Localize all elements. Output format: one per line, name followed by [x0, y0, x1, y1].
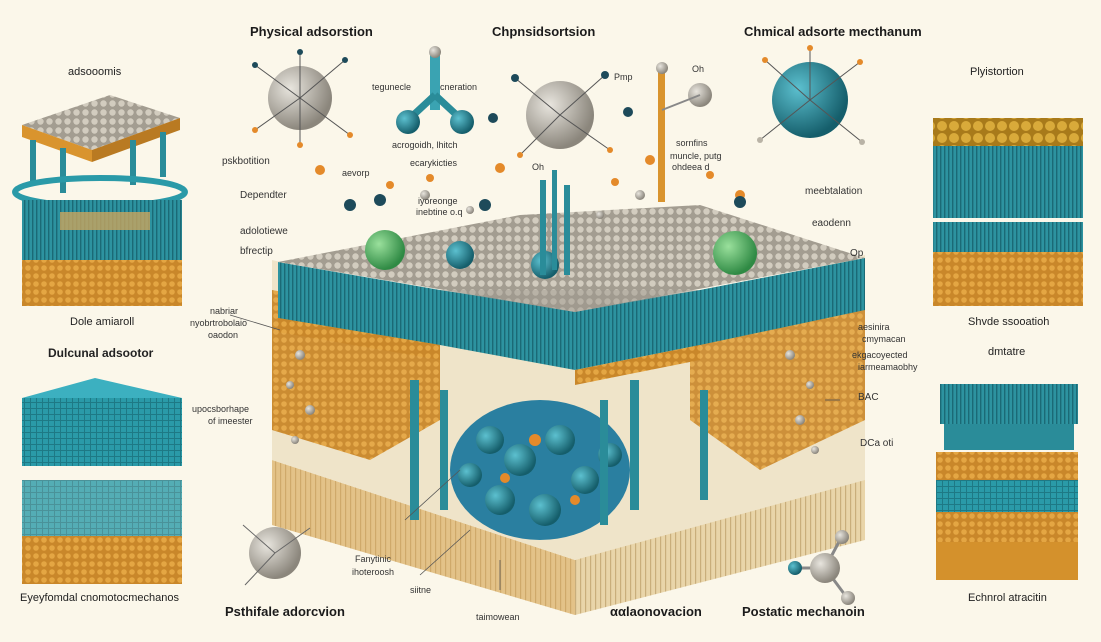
callout-bac: BAC	[858, 392, 879, 404]
side-label-right-section: dmtatre	[988, 346, 1025, 358]
heading-chemical-mechanism: Chmical adsorte mecthanum	[744, 24, 922, 39]
side-label-mid-right: Shvde ssooatioh	[968, 316, 1049, 328]
chemisorption-sphere	[511, 71, 613, 158]
right-lower-block	[936, 384, 1078, 580]
callout-muncle: muncle, putg	[670, 151, 722, 162]
callout-pskbotition: pskbotition	[222, 156, 270, 168]
callout-siitne: siitne	[410, 585, 431, 596]
callout-oaodon: oaodon	[208, 330, 238, 341]
bottom-left-sphere	[243, 525, 310, 585]
right-top-block	[933, 118, 1083, 306]
callout-cmymacan: cmymacan	[862, 334, 906, 345]
side-label-bottom-left: Eyeyfomdal cnomotocmechanos	[20, 592, 179, 604]
callout-fanytinic: Fanytinic	[355, 554, 391, 565]
callout-of-imeester: of imeester	[208, 416, 253, 427]
callout-ekgacoyected: ekgacoyected	[852, 350, 908, 361]
callout-pmp: Pmp	[614, 72, 633, 83]
heading-bottom-right: Postatic mechanoin	[742, 604, 865, 619]
callout-adolotiewe: adolotiewe	[240, 226, 288, 238]
callout-dca: DCa oti	[860, 438, 893, 450]
central-block	[272, 170, 865, 615]
heading-bottom-left: Psthifale adorcvion	[225, 604, 345, 619]
callout-op: Op	[850, 248, 863, 260]
callout-nabriar: nabriar	[210, 306, 238, 317]
left-lower-block	[22, 378, 182, 584]
callout-eaodenn: eaodenn	[812, 218, 851, 230]
side-label-top-left: adsooomis	[68, 66, 121, 78]
callout-meebtalation: meebtalation	[805, 186, 862, 198]
callout-oh-mid: Oh	[532, 162, 544, 173]
callout-acrogoidh: acrogoidh, lhitch	[392, 140, 458, 151]
side-label-mid-left: Dole amiaroll	[70, 316, 134, 328]
callout-tegunecle: tegunecle	[372, 82, 411, 93]
left-mid-block	[22, 200, 182, 306]
mechanism-molecule	[656, 62, 712, 202]
callout-ohdeea: ohdeea d	[672, 162, 710, 173]
callout-iarmeamaobhy: iarmeamaobhy	[858, 362, 918, 373]
callout-oh-top: Oh	[692, 64, 704, 75]
callout-aevorp: aevorp	[342, 168, 370, 179]
callout-cneration: cneration	[440, 82, 477, 93]
heading-chemisorption: Chpnsidsortsion	[492, 24, 595, 39]
callout-upocsborhape: upocsborhape	[192, 404, 249, 415]
callout-inebtine: inebtine o.q	[416, 207, 463, 218]
side-label-bottom-right: Echnrol atracitin	[968, 592, 1047, 604]
callout-ecarykicties: ecarykicties	[410, 158, 457, 169]
callout-nyobrtrobolaio: nyobrtrobolaio	[190, 318, 247, 329]
heading-physical-adsorption: Physical adsorstion	[250, 24, 373, 39]
callout-iyoreonge: iyoreonge	[418, 196, 458, 207]
callout-taimowean: taimowean	[476, 612, 520, 623]
left-top-block	[15, 95, 185, 206]
chemical-sphere	[757, 45, 865, 145]
physical-sphere	[252, 49, 353, 148]
side-label-top-right: Plyistortion	[970, 66, 1024, 78]
heading-bottom-center: ααlaonovacion	[610, 604, 702, 619]
callout-dependter: Dependter	[240, 190, 287, 202]
callout-sornfins: sornfins	[676, 138, 708, 149]
callout-bfrectip: bfrectip	[240, 246, 273, 258]
side-label-left-section: Dulcunal adsootor	[48, 346, 153, 360]
callout-ihoteroosh: ihoteroosh	[352, 567, 394, 578]
callout-aesinira: aesinira	[858, 322, 890, 333]
